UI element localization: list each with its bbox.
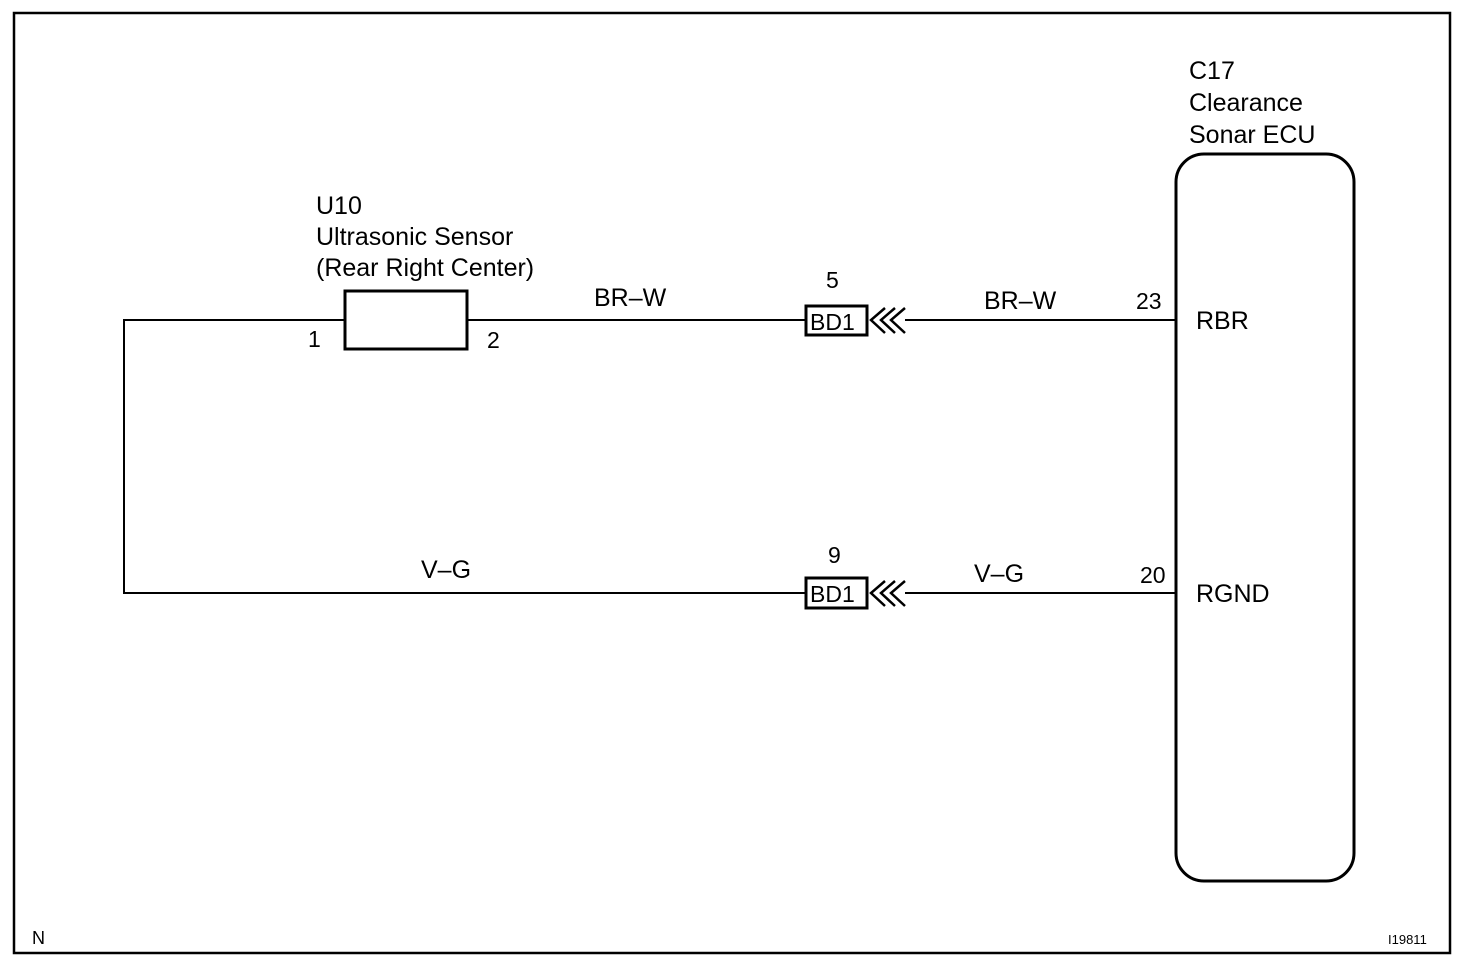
sensor-pin-2: 2 xyxy=(487,327,500,353)
wires xyxy=(123,319,1176,594)
ecu-terminal-rbr: RBR xyxy=(1196,307,1249,335)
connector-top-pin: 5 xyxy=(826,267,839,293)
ecu-code: C17 xyxy=(1189,57,1235,85)
wire-label-top-left: BR–W xyxy=(594,284,667,312)
ground-loop-wire xyxy=(123,319,806,594)
ultrasonic-sensor: U10 Ultrasonic Sensor (Rear Right Center… xyxy=(308,192,534,353)
sensor-position: (Rear Right Center) xyxy=(316,254,534,282)
sensor-box xyxy=(343,289,469,351)
ecu-name-line2: Sonar ECU xyxy=(1189,121,1315,149)
connector-top-box xyxy=(804,304,869,337)
diagram-frame xyxy=(12,11,1452,955)
wire-label-top-right: BR–W xyxy=(984,287,1057,315)
connector-top: 5 BD1 xyxy=(804,267,906,337)
ecu-name-line1: Clearance xyxy=(1189,89,1303,117)
ecu-pin-23: 23 xyxy=(1136,288,1162,314)
wire-label-bottom-right: V–G xyxy=(974,560,1024,588)
sensor-code: U10 xyxy=(316,192,362,220)
connector-bottom: 9 BD1 xyxy=(804,542,906,610)
connector-top-chevron-icon xyxy=(869,307,906,334)
clearance-sonar-ecu: C17 Clearance Sonar ECU 23 RBR 20 RGND xyxy=(1136,57,1356,883)
figure-id: I19811 xyxy=(1388,932,1427,947)
connector-bottom-chevron-icon xyxy=(869,580,906,607)
connector-bottom-box xyxy=(804,576,869,610)
wire-label-bottom-left: V–G xyxy=(421,556,471,584)
corner-mark: N xyxy=(32,928,45,948)
connector-bottom-label: BD1 xyxy=(810,581,855,607)
sensor-pin-1: 1 xyxy=(308,326,321,352)
ecu-box xyxy=(1174,152,1356,883)
connector-top-label: BD1 xyxy=(810,309,855,335)
ecu-terminal-rgnd: RGND xyxy=(1196,580,1270,608)
connector-bottom-pin: 9 xyxy=(828,542,841,568)
sensor-name: Ultrasonic Sensor xyxy=(316,223,513,251)
ecu-pin-20: 20 xyxy=(1140,562,1166,588)
